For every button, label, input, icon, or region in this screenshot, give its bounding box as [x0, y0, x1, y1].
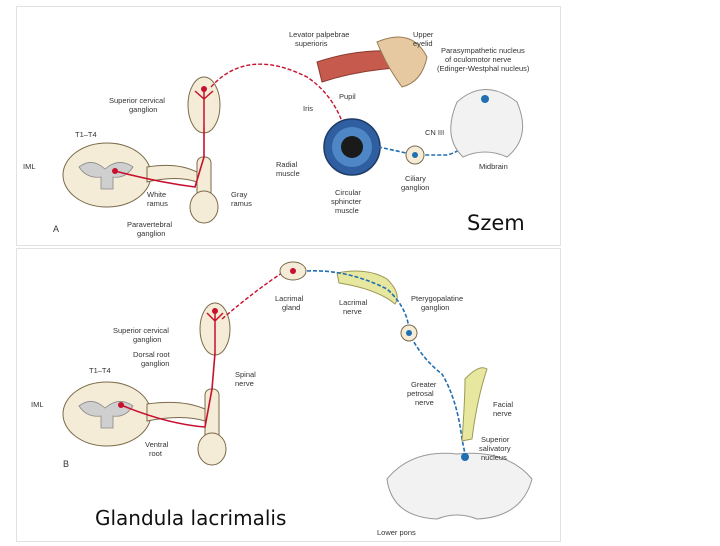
- label-ventral-root: Ventral: [145, 440, 169, 449]
- label-parasym-2: of oculomotor nerve: [445, 55, 511, 64]
- superior-cervical-ganglion-b: [199, 302, 231, 356]
- label-white-ramus: White: [147, 190, 166, 199]
- label-superior-salivatory: Superior: [481, 435, 510, 444]
- label-circular: Circular: [335, 188, 361, 197]
- label-ciliary: Ciliary: [405, 174, 426, 183]
- sympathetic-pathway-b: [120, 352, 216, 428]
- label-superior-cervical-a: Superior cervical: [109, 96, 165, 105]
- panel-b-diagram: Lacrimal gland Lacrimal nerve Pterygopal…: [31, 261, 533, 537]
- label-iml-b: IML: [31, 400, 44, 409]
- panel-a-eye-innervation: Levator palpebrae superioris Upper eyeli…: [16, 6, 561, 246]
- label-greater-petrosal: Greater: [411, 380, 437, 389]
- label-superior-salivatory-3: nucleus: [481, 453, 507, 462]
- label-dorsal-root-2: ganglion: [141, 359, 169, 368]
- superior-cervical-ganglion-a: [187, 76, 221, 134]
- label-parasym: Parasympathetic nucleus: [441, 46, 525, 55]
- label-t1t4-a: T1–T4: [75, 130, 97, 139]
- label-radial: Radial: [276, 160, 298, 169]
- panel-letter-b: B: [63, 459, 69, 469]
- label-upper-eyelid: Upper: [413, 30, 434, 39]
- label-upper-eyelid-2: eyelid: [413, 39, 433, 48]
- caption-szem: Szem: [465, 211, 527, 235]
- midbrain: [450, 89, 524, 158]
- facial-nerve: [461, 367, 488, 442]
- label-superior-cervical-b: Superior cervical: [113, 326, 169, 335]
- label-pupil: Pupil: [339, 92, 356, 101]
- label-cn3: CN III: [425, 128, 444, 137]
- label-lacrimal-nerve: Lacrimal: [339, 298, 368, 307]
- label-parasym-3: (Edinger-Westphal nucleus): [437, 64, 530, 73]
- sympathetic-postganglionic-b: [221, 270, 286, 320]
- label-iml-a: IML: [23, 162, 36, 171]
- spinal-cord-section-a: [62, 142, 152, 208]
- lower-pons: [386, 452, 533, 520]
- label-circular-2: sphincter: [331, 197, 362, 206]
- label-levator-2: superioris: [295, 39, 328, 48]
- sympathetic-pathway-a: [114, 127, 205, 188]
- label-lacrimal-gland: Lacrimal: [275, 294, 304, 303]
- eye-iris: [323, 118, 381, 176]
- label-ciliary-2: ganglion: [401, 183, 429, 192]
- label-greater-petrosal-3: nerve: [415, 398, 434, 407]
- spinal-cord-section-b: [62, 381, 152, 447]
- label-lacrimal-gland-2: gland: [282, 303, 300, 312]
- label-paravertebral-2: ganglion: [137, 229, 165, 238]
- paravertebral-chain-a: [146, 156, 219, 224]
- label-spinal-nerve-2: nerve: [235, 379, 254, 388]
- label-gray-ramus-2: ramus: [231, 199, 252, 208]
- label-levator: Levator palpebrae: [289, 30, 349, 39]
- label-t1t4-b: T1–T4: [89, 366, 111, 375]
- label-pterygo-2: ganglion: [421, 303, 449, 312]
- label-lower-pons: Lower pons: [377, 528, 416, 537]
- label-spinal-nerve: Spinal: [235, 370, 256, 379]
- label-facial-nerve: Facial: [493, 400, 513, 409]
- label-midbrain: Midbrain: [479, 162, 508, 171]
- caption-glandula-lacrimalis: Glandula lacrimalis: [95, 506, 287, 530]
- label-dorsal-root: Dorsal root: [133, 350, 171, 359]
- label-lacrimal-nerve-2: nerve: [343, 307, 362, 316]
- panel-a-diagram: Levator palpebrae superioris Upper eyeli…: [23, 30, 530, 238]
- parasympathetic-pathway-a: [378, 98, 486, 156]
- lacrimal-nerve: [336, 270, 398, 305]
- label-pterygo: Pterygopalatine: [411, 294, 463, 303]
- levator-muscle: [316, 36, 428, 88]
- label-facial-nerve-2: nerve: [493, 409, 512, 418]
- label-iris: Iris: [303, 104, 313, 113]
- panel-b-lacrimal-innervation: Lacrimal gland Lacrimal nerve Pterygopal…: [16, 248, 561, 542]
- label-superior-cervical-b-2: ganglion: [133, 335, 161, 344]
- label-radial-2: muscle: [276, 169, 300, 178]
- sympathetic-postganglionic-a: [210, 63, 348, 138]
- label-gray-ramus: Gray: [231, 190, 248, 199]
- lacrimal-gland: [279, 261, 307, 281]
- label-paravertebral: Paravertebral: [127, 220, 172, 229]
- panel-letter-a: A: [53, 224, 59, 234]
- label-superior-salivatory-2: salivatory: [479, 444, 511, 453]
- label-white-ramus-2: ramus: [147, 199, 168, 208]
- label-ventral-root-2: root: [149, 449, 163, 458]
- label-greater-petrosal-2: petrosal: [407, 389, 434, 398]
- label-superior-cervical-a-2: ganglion: [129, 105, 157, 114]
- label-circular-3: muscle: [335, 206, 359, 215]
- paravertebral-chain-b: [146, 388, 227, 466]
